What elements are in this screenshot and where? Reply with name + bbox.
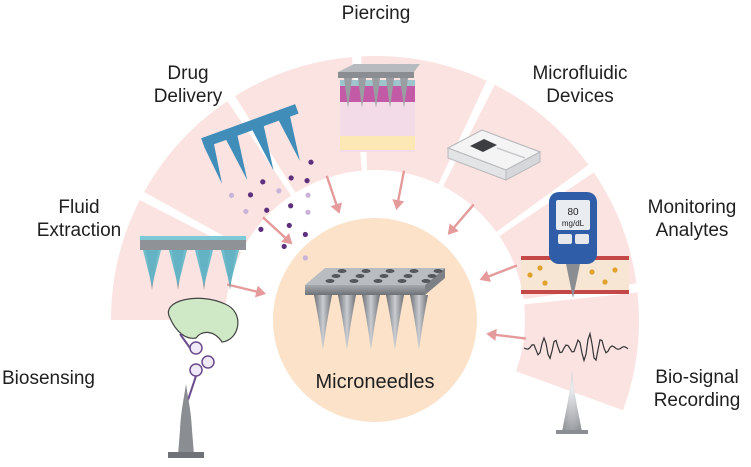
bio-signal-illustration (523, 331, 629, 434)
label-drug-delivery-line1: Drug (167, 63, 209, 84)
label-monitoring-analytes: Monitoring Analytes (634, 196, 750, 242)
segment-bio-signal (515, 292, 639, 411)
label-bio-signal-recording: Bio-signal Recording (644, 366, 750, 412)
needle (314, 295, 332, 350)
label-microfluidic-line2: Devices (546, 86, 614, 107)
segment-drug-delivery (235, 57, 362, 193)
glucose-reading: 80 (567, 207, 579, 218)
drug-delivery-illustration (201, 104, 314, 261)
arrows-group (226, 170, 527, 341)
label-biosensing: Biosensing (2, 368, 95, 389)
biosensing-illustration (167, 297, 239, 458)
label-fluid-line1: Fluid (58, 197, 100, 218)
label-monitoring-line1: Monitoring (647, 197, 737, 218)
microneedle-array-illustration (305, 268, 445, 350)
arrow-bio-signal (486, 328, 527, 341)
piercing-illustration (338, 64, 420, 152)
label-piercing: Piercing (341, 3, 411, 24)
needle (386, 295, 404, 350)
needle (362, 295, 380, 350)
label-monitoring-line2: Analytes (655, 220, 729, 241)
arrow-monitoring (479, 264, 518, 282)
label-microfluidic-line1: Microfluidic (532, 63, 628, 84)
label-fluid-line2: Extraction (36, 220, 122, 241)
label-biosignal-line2: Recording (653, 390, 741, 411)
label-fluid-extraction: Fluid Extraction (28, 196, 130, 242)
label-drug-delivery-line2: Delivery (153, 86, 223, 107)
arrow-microfluidic (447, 203, 475, 235)
monitoring-illustration: 80 mg/dL (521, 192, 629, 298)
fluid-extraction-illustration (140, 236, 246, 290)
arrow-drug-delivery (325, 175, 342, 214)
needle (410, 295, 428, 350)
glucose-unit: mg/dL (562, 219, 585, 228)
label-drug-delivery: Drug Delivery (138, 62, 238, 108)
arrow-biosensing (226, 283, 267, 298)
center-label: Microneedles (315, 371, 435, 393)
arrow-piercing (392, 170, 406, 211)
label-microfluidic-devices: Microfluidic Devices (520, 62, 640, 108)
label-biosignal-line1: Bio-signal (655, 367, 739, 388)
arrow-fluid-extraction (262, 216, 293, 245)
microfluidic-device-illustration (446, 129, 542, 181)
needle (338, 295, 356, 350)
